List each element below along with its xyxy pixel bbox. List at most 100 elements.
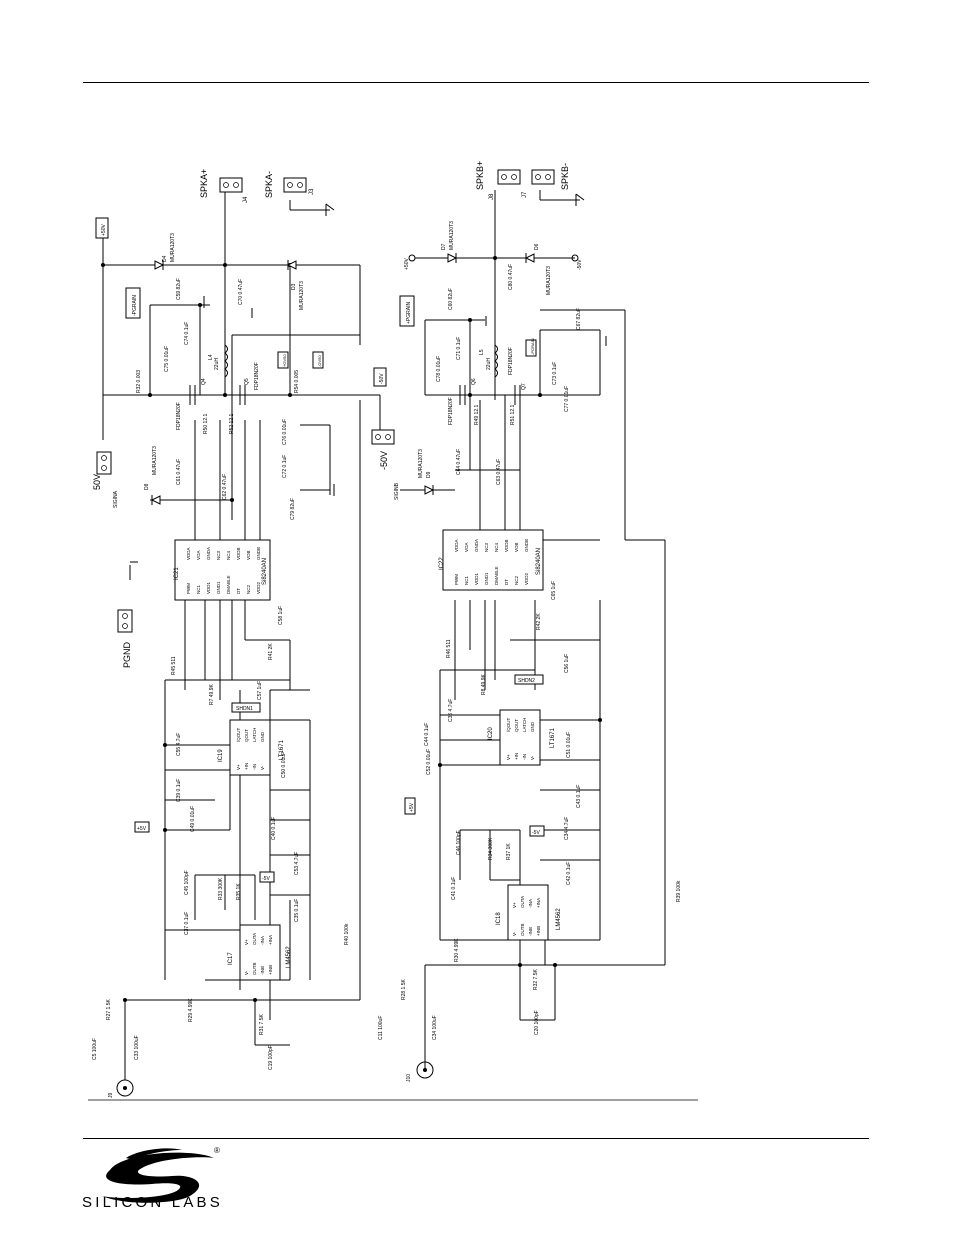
d9-part: MURA120T3: [418, 449, 424, 478]
spkb-plus-label: SPKB+: [475, 161, 485, 190]
flag-minus5v-right: -5V: [529, 825, 545, 837]
d6-part: MURA120T3: [546, 266, 552, 295]
d8-label: D8: [144, 483, 150, 490]
c43-label: C43 0.1uF: [576, 785, 582, 808]
flag-minus-pgrain-right: -PGRAIN: [525, 338, 537, 357]
r52-label: R52 12.1: [229, 413, 235, 434]
c20-label: C20 100pF: [534, 1010, 540, 1035]
l4-value: 22uH: [214, 358, 220, 370]
r40-label: R40 100k: [344, 923, 350, 945]
q4-label: Q4: [201, 378, 207, 385]
flag-shdn2: SHDN2: [514, 674, 544, 685]
spka-minus-label: SPKA-: [264, 171, 274, 198]
r29-label: R29 4.99K: [188, 998, 194, 1022]
ic18-pin1: OUTA: [520, 896, 525, 908]
r32-label: R32 0.003: [136, 370, 142, 393]
mosfet-q4: Q4 FDP18N20F: [176, 378, 207, 430]
ic18-opamp: IC18 LM4562 V+ OUTA -INA +INA V- OUTB -I…: [496, 884, 562, 941]
c72-label: C72 0.1uF: [282, 455, 288, 478]
connector-j9-minus50v: -50V: [371, 429, 395, 470]
mosfet-q6: Q6 FDP18N20F: [448, 378, 477, 425]
ic21-pin6: DT: [236, 588, 241, 594]
c34-label: C34 4.7uF: [564, 817, 570, 840]
ic22-pin7: NC2: [514, 576, 519, 585]
ic22-pin1: PWM: [454, 574, 459, 585]
diode-d4: D4 MURA120T3: [154, 233, 176, 270]
c77-label: C77 0.01uF: [564, 386, 570, 412]
ic22-pin15: VOA: [464, 542, 469, 552]
c5-label: C5 100uF: [92, 1038, 98, 1060]
ic19-pin2: +IN: [244, 763, 249, 770]
c51-label: C51 0.01uF: [566, 732, 572, 758]
ic19-pin1: V+: [236, 764, 241, 770]
r7-label: R7 49.9K: [209, 683, 215, 705]
c34b-label: C34 100uF: [432, 1015, 438, 1040]
jack-j10: J10: [406, 1061, 434, 1082]
r42-label: R42 2K: [536, 613, 542, 630]
brand-wordmark: SILICON LABS: [82, 1194, 223, 1211]
c64-label: C64 0.47uF: [456, 449, 462, 475]
ic22-pin3: VDD1: [474, 572, 479, 585]
diode-d9: D9 MURA120T3: [418, 449, 435, 495]
ic19-pin5: GND: [260, 731, 265, 742]
c42-label: C42 0.1uF: [566, 862, 572, 885]
ic22-pin16: VDDA: [454, 539, 459, 552]
shdn1-label: SHDN1: [236, 706, 253, 712]
inductor-l5: L5 22uH: [479, 344, 498, 378]
r41-label: R41 2K: [268, 643, 274, 660]
ic19-pin8: /QOUT: [236, 727, 241, 742]
plus50v-right-label: +50V: [404, 258, 410, 270]
ic17-pin8: V+: [244, 939, 249, 945]
c71-label: C71 0.1uF: [456, 337, 462, 360]
ic20-pin8: /QOUT: [506, 717, 511, 732]
ic21-pin3: VDD1: [206, 581, 211, 594]
plus-pgrain-right-label: +PGRAIN: [406, 302, 412, 324]
ic21-pin9: GNDB: [256, 547, 261, 560]
ic21-pin11: VDDB: [236, 547, 241, 560]
c80-label: C80 0.47uF: [508, 264, 514, 290]
ic18-pin5: +INB: [536, 926, 541, 936]
c49-label: C49 0.01uF: [190, 806, 196, 832]
d4-label: D4: [162, 255, 168, 262]
minus-ov50-label: -OV50: [317, 355, 322, 367]
ic22-pin13: NC3: [484, 543, 489, 552]
plus5v-left-label: +5V: [137, 826, 147, 832]
c11-label: C11 100uF: [378, 1016, 384, 1040]
flag-plus-pgrain-right: +PGRAIN: [399, 295, 415, 327]
r39-label: R39 100k: [676, 880, 682, 902]
ic22-part: Si8240AN: [536, 548, 542, 575]
ic21-pin12: NC4: [226, 551, 231, 560]
ic22-pin6: DT: [504, 579, 509, 585]
connector-j2: PGND: [117, 609, 133, 668]
flag-plus5v-right: +5V: [404, 797, 416, 815]
l5-label: L5: [479, 349, 485, 355]
ic18-ref: IC18: [496, 912, 502, 925]
ic21-gate-driver: IC21 Si8240AN PWM NC1 VDD1 GND1 DMABLE D…: [174, 539, 271, 601]
ic22-pin8: VDD2: [524, 572, 529, 585]
ic18-pin7: OUTB: [520, 923, 525, 936]
plus50v-label: +50V: [101, 224, 107, 236]
flag-shdn1: SHDN1: [231, 702, 261, 713]
right-component-labels: C60 82uF C71 0.1uF C78 0.01uF C80 0.47uF…: [378, 264, 682, 1040]
l4-label: L4: [208, 354, 214, 360]
flag-ov50-left: +OV50 -OV50: [277, 351, 324, 369]
ic17-ref: IC17: [228, 952, 234, 965]
mosfet-q7: Q7 FDP18N20F: [508, 347, 527, 405]
diode-d8: D8 MURA120T3: [144, 446, 161, 505]
ic21-part: Si8240AN: [262, 558, 268, 585]
ic17-pin7: OUTB: [252, 962, 257, 975]
ic20-pin7: QOUT: [514, 719, 519, 732]
c73-label: C73 0.1uF: [552, 362, 558, 385]
j10-label: J10: [406, 1074, 412, 1082]
l5-value: 22uH: [486, 358, 492, 370]
ic17-pin4: V-: [244, 970, 249, 975]
ic18-pin8: V+: [512, 902, 517, 908]
ic20-pin5: GND: [530, 721, 535, 732]
minus5v-right-label: -5V: [532, 830, 540, 836]
power-flag-minus50v-left: -50V: [373, 367, 387, 387]
siginB-label: SIGINB: [394, 482, 400, 500]
q5-label: Q5: [244, 378, 250, 385]
c53-label: C53 4.7uF: [294, 852, 300, 875]
ic19-part: LT1671: [279, 739, 285, 760]
d9-label: D9: [426, 471, 432, 478]
